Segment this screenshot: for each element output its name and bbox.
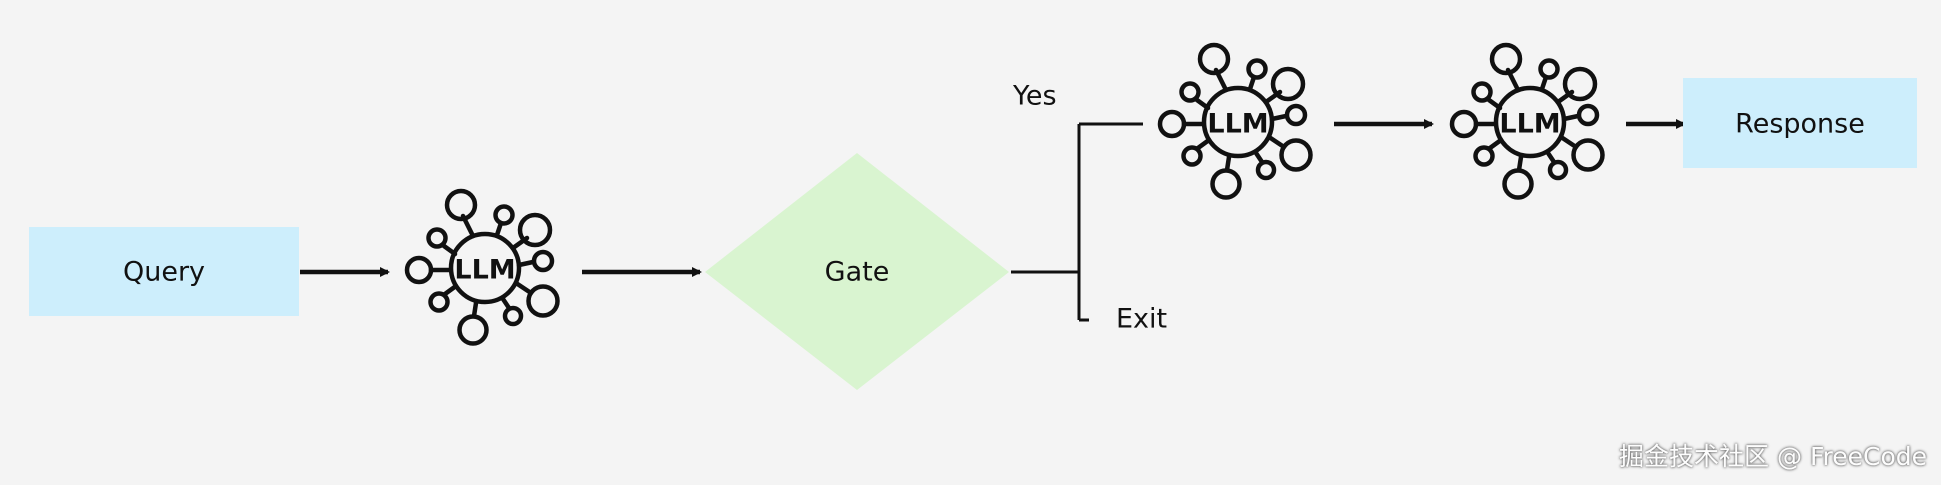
- watermark: 掘金技术社区 @ FreeCode: [1619, 442, 1927, 471]
- response-label: Response: [1735, 109, 1865, 140]
- llm-node-2: LLM: [1160, 45, 1311, 198]
- llm-label: LLM: [1207, 109, 1268, 140]
- branch-connector: [1011, 122, 1143, 322]
- llm-label: LLM: [454, 255, 515, 286]
- llm-label: LLM: [1499, 109, 1560, 140]
- gate-node: Gate: [705, 153, 1009, 390]
- response-node: Response: [1683, 78, 1917, 168]
- query-node: Query: [29, 227, 299, 316]
- gate-label: Gate: [825, 257, 890, 288]
- exit-branch-label: Exit: [1116, 304, 1167, 335]
- yes-branch-label: Yes: [1012, 81, 1057, 112]
- llm-node-3: LLM: [1452, 45, 1603, 198]
- llm-node-1: LLM: [407, 191, 558, 344]
- query-label: Query: [123, 257, 205, 288]
